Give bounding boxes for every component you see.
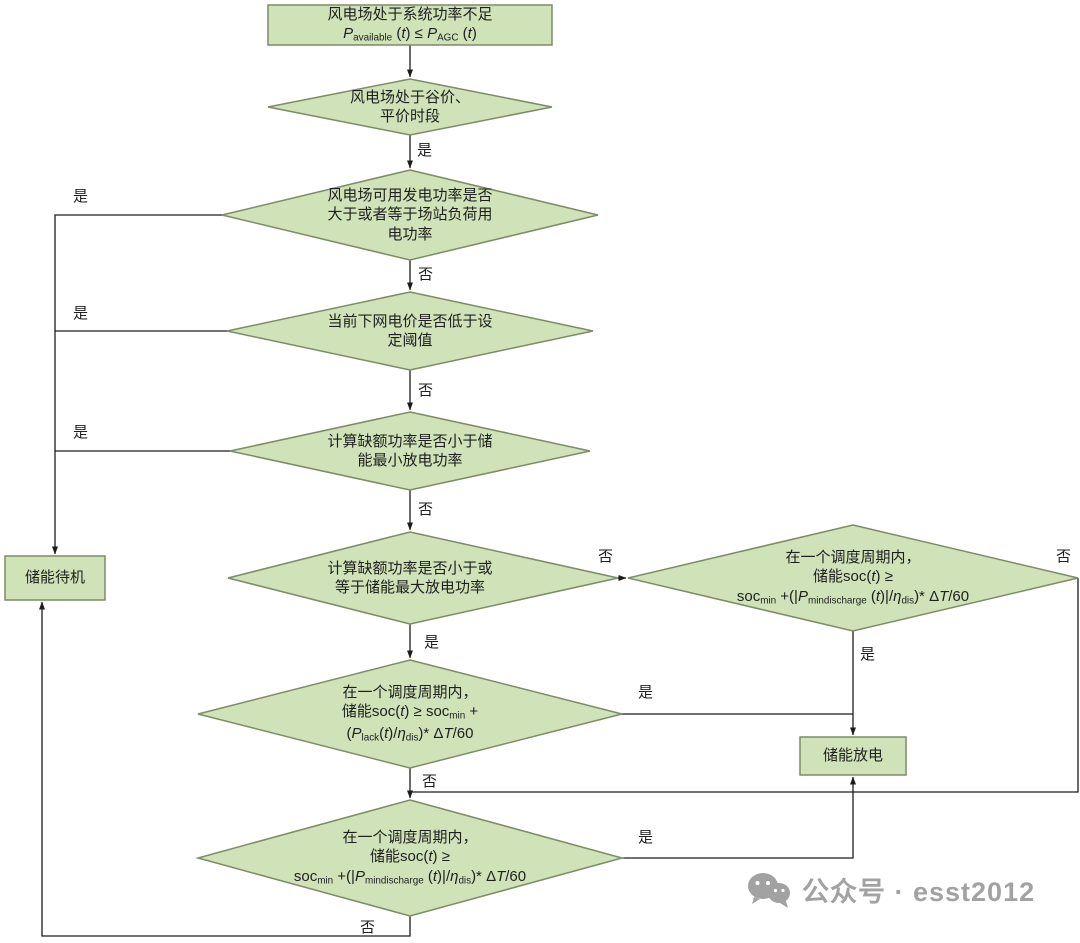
edge-label-yes-soc-right: 是	[860, 646, 876, 663]
edge-soc-bottom-no-to-standby	[39, 601, 411, 937]
soc-lack-text: 在一个调度周期内，储能soc(t) ≥ socmin +(Plack(t)/ηd…	[341, 683, 479, 744]
soc-min-discharge-bottom-text: 在一个调度周期内，储能soc(t) ≥socmin +(|Pmindischar…	[293, 828, 527, 887]
edge-label-yes-price-period: 是	[417, 142, 433, 159]
edge-label-no-deficit-min: 否	[418, 501, 434, 518]
wechat-icon	[748, 872, 790, 908]
node-shapes	[4, 4, 1079, 917]
grid-price-text: 当前下网电价是否低于设定阈值	[327, 312, 493, 350]
discharge-node-text: 储能放电	[822, 747, 883, 765]
grid-price-diamond	[226, 291, 594, 371]
edge-label-no-grid-price: 否	[418, 382, 434, 399]
available-power-text: 风电场可用发电功率是否大于或者等于场站负荷用电功率	[327, 186, 493, 243]
edge-label-yes-available-power: 是	[73, 188, 89, 205]
watermark: 公众号 · esst2012	[746, 870, 1035, 909]
soc-lack-diamond	[197, 659, 623, 769]
deficit-max-diamond	[227, 531, 619, 625]
edge-soc-right-no-return	[411, 578, 1079, 793]
discharge-node-shape	[799, 736, 907, 776]
edge-label-no-soc-bottom: 否	[360, 919, 376, 936]
start-node-shape	[267, 4, 553, 46]
edge-label-yes-soc-bottom: 是	[638, 829, 654, 846]
edge-available-power-yes-to-standby	[52, 214, 222, 555]
standby-node-shape	[4, 555, 106, 601]
deficit-min-text: 计算缺额功率是否小于储能最小放电功率	[327, 432, 493, 470]
soc-min-discharge-right-diamond	[627, 524, 1079, 632]
edge-label-no-available-power: 否	[418, 266, 434, 283]
soc-min-discharge-bottom-diamond	[195, 799, 625, 917]
watermark-text: 公众号 · esst2012	[802, 877, 1036, 907]
deficit-min-diamond	[229, 411, 591, 491]
edge-label-yes-deficit-min: 是	[73, 424, 89, 441]
available-power-diamond	[221, 169, 599, 261]
edge-label-yes-grid-price: 是	[73, 305, 89, 322]
price-period-diamond	[267, 78, 553, 136]
edge-label-no-soc-right: 否	[1056, 548, 1072, 565]
edge-label-yes-soc-lack: 是	[638, 684, 654, 701]
edge-label-no-deficit-max: 否	[598, 548, 614, 565]
connectors	[39, 45, 1079, 937]
edge-soc-bottom-yes-to-discharge	[622, 776, 856, 859]
deficit-max-text: 计算缺额功率是否小于或等于储能最大放电功率	[327, 559, 493, 597]
standby-node-text: 储能待机	[24, 569, 85, 587]
soc-min-discharge-right-text: 在一个调度周期内，储能soc(t) ≥socmin +(|Pmindischar…	[736, 548, 970, 607]
edge-label-yes-deficit-max: 是	[424, 634, 440, 651]
price-period-text: 风电场处于谷价、平价时段	[349, 88, 470, 126]
edge-label-no-soc-lack: 否	[422, 773, 438, 790]
